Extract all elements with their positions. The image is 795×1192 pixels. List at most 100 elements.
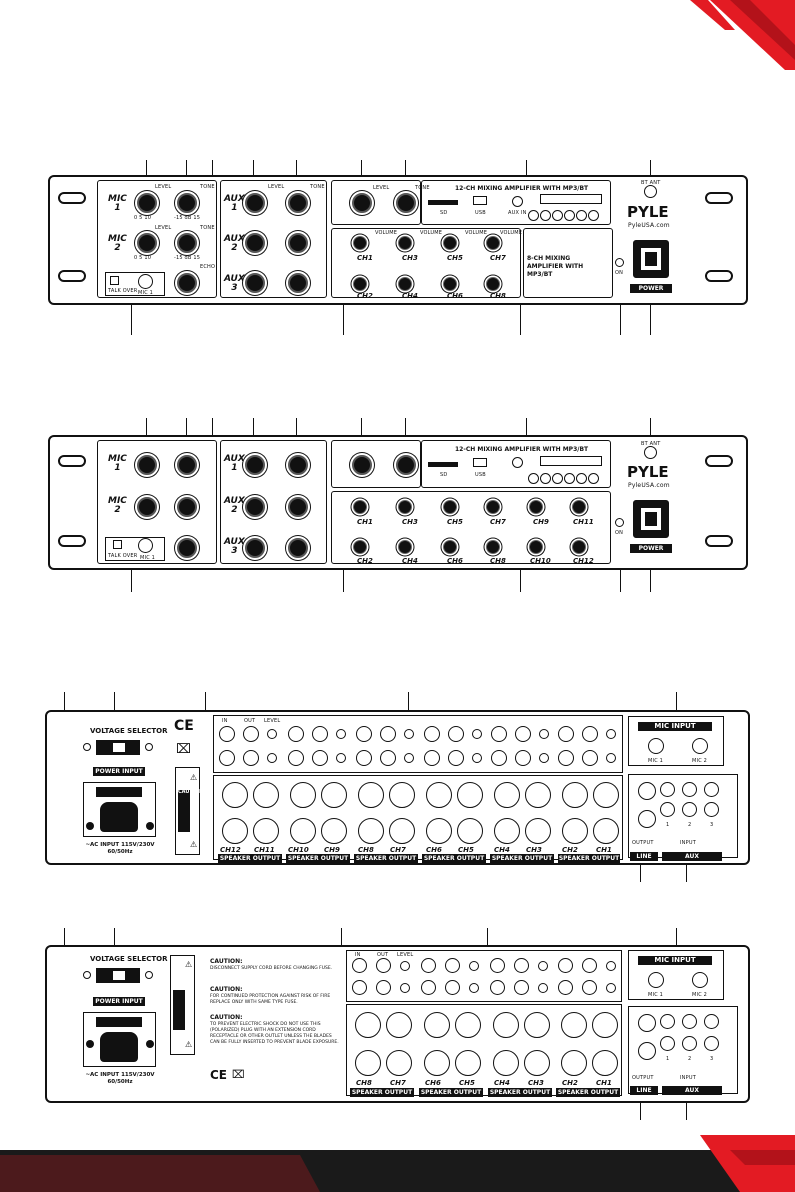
speaker-terminal[interactable] [389, 782, 415, 808]
aux-input-jack[interactable] [704, 1036, 719, 1051]
level-knob[interactable] [472, 753, 482, 763]
speaker-terminal[interactable] [222, 818, 248, 844]
player-button[interactable] [528, 210, 539, 221]
player-button[interactable] [564, 473, 575, 484]
in-jack[interactable] [558, 980, 573, 995]
speaker-terminal[interactable] [455, 1012, 481, 1038]
talk-over-button[interactable] [113, 540, 122, 549]
aux-input-jack[interactable] [660, 782, 675, 797]
aux-input-jack[interactable] [660, 1036, 675, 1051]
level-knob[interactable] [400, 983, 410, 993]
speaker-terminal[interactable] [494, 782, 520, 808]
mic1-tone-knob[interactable] [177, 193, 197, 213]
aux3-level-knob[interactable] [245, 273, 265, 293]
ch8-volume-knob[interactable] [486, 540, 500, 554]
out-jack[interactable] [582, 980, 597, 995]
echo-knob[interactable] [177, 273, 197, 293]
speaker-terminal[interactable] [426, 818, 452, 844]
aux1-tone-knob[interactable] [288, 455, 308, 475]
line-output-jack[interactable] [638, 1042, 656, 1060]
line-output-jack[interactable] [638, 1014, 656, 1032]
out-jack[interactable] [515, 750, 531, 766]
speaker-terminal[interactable] [358, 818, 384, 844]
speaker-terminal[interactable] [562, 782, 588, 808]
speaker-terminal[interactable] [321, 782, 347, 808]
aux-in-jack[interactable] [512, 457, 523, 468]
speaker-terminal[interactable] [524, 1050, 550, 1076]
speaker-terminal[interactable] [253, 782, 279, 808]
in-jack[interactable] [219, 750, 235, 766]
ch7-volume-knob[interactable] [486, 500, 500, 514]
ch5-volume-knob[interactable] [443, 236, 457, 250]
master-tone-knob[interactable] [396, 455, 416, 475]
master-tone-knob[interactable] [396, 193, 416, 213]
speaker-terminal[interactable] [386, 1012, 412, 1038]
mic2-level-knob[interactable] [137, 497, 157, 517]
player-button[interactable] [540, 473, 551, 484]
speaker-terminal[interactable] [561, 1050, 587, 1076]
speaker-terminal[interactable] [561, 1012, 587, 1038]
in-jack[interactable] [421, 980, 436, 995]
in-jack[interactable] [421, 958, 436, 973]
player-button[interactable] [552, 210, 563, 221]
ch3-volume-knob[interactable] [398, 500, 412, 514]
usb-port[interactable] [473, 196, 487, 205]
in-jack[interactable] [356, 726, 372, 742]
in-jack[interactable] [424, 750, 440, 766]
level-knob[interactable] [336, 753, 346, 763]
player-button[interactable] [588, 473, 599, 484]
out-jack[interactable] [582, 750, 598, 766]
level-knob[interactable] [606, 753, 616, 763]
ch1-volume-knob[interactable] [353, 500, 367, 514]
level-knob[interactable] [539, 753, 549, 763]
ch11-volume-knob[interactable] [572, 500, 586, 514]
speaker-terminal[interactable] [358, 782, 384, 808]
speaker-terminal[interactable] [355, 1012, 381, 1038]
ch1-volume-knob[interactable] [353, 236, 367, 250]
out-jack[interactable] [312, 726, 328, 742]
out-jack[interactable] [514, 958, 529, 973]
speaker-terminal[interactable] [493, 1050, 519, 1076]
out-jack[interactable] [243, 726, 259, 742]
out-jack[interactable] [380, 750, 396, 766]
aux1-level-knob[interactable] [245, 193, 265, 213]
player-button[interactable] [588, 210, 599, 221]
speaker-terminal[interactable] [524, 1012, 550, 1038]
in-jack[interactable] [491, 750, 507, 766]
speaker-terminal[interactable] [592, 1050, 618, 1076]
speaker-terminal[interactable] [455, 1050, 481, 1076]
level-knob[interactable] [400, 961, 410, 971]
in-jack[interactable] [491, 726, 507, 742]
level-knob[interactable] [404, 729, 414, 739]
ch3-volume-knob[interactable] [398, 236, 412, 250]
ch5-volume-knob[interactable] [443, 500, 457, 514]
level-knob[interactable] [606, 729, 616, 739]
player-button[interactable] [528, 473, 539, 484]
out-jack[interactable] [376, 958, 391, 973]
aux1-tone-knob[interactable] [288, 193, 308, 213]
aux-input-jack[interactable] [682, 1014, 697, 1029]
mic2-level-knob[interactable] [137, 233, 157, 253]
master-level-knob[interactable] [352, 455, 372, 475]
bt-ant-button[interactable] [644, 446, 657, 459]
out-jack[interactable] [243, 750, 259, 766]
out-jack[interactable] [448, 726, 464, 742]
echo-knob[interactable] [177, 538, 197, 558]
speaker-terminal[interactable] [457, 782, 483, 808]
in-jack[interactable] [352, 980, 367, 995]
ch12-volume-knob[interactable] [572, 540, 586, 554]
speaker-terminal[interactable] [424, 1012, 450, 1038]
out-jack[interactable] [380, 726, 396, 742]
out-jack[interactable] [582, 958, 597, 973]
level-knob[interactable] [267, 729, 277, 739]
speaker-terminal[interactable] [389, 818, 415, 844]
power-switch[interactable] [633, 240, 669, 278]
level-knob[interactable] [336, 729, 346, 739]
aux-input-jack[interactable] [704, 1014, 719, 1029]
out-jack[interactable] [448, 750, 464, 766]
mic1-level-knob[interactable] [137, 193, 157, 213]
speaker-terminal[interactable] [494, 818, 520, 844]
aux3-level-knob[interactable] [245, 538, 265, 558]
aux-input-jack[interactable] [682, 782, 697, 797]
sd-slot[interactable] [428, 200, 458, 205]
